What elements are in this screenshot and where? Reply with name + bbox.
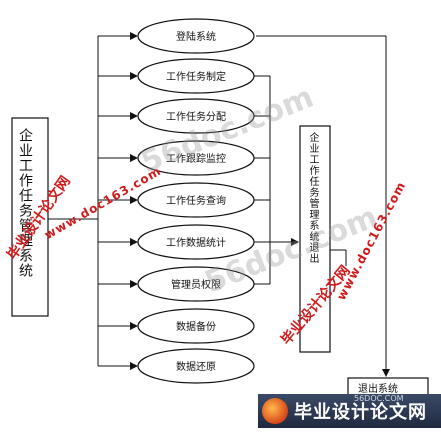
module-label: 工作数据统计	[166, 236, 226, 249]
watermark-logo-bar: 56DOC.COM 毕业设计论文网	[258, 394, 441, 428]
logo-text: 毕业设计论文网	[294, 402, 427, 423]
logo-small-text: 56DOC.COM	[354, 394, 404, 403]
root-label: 企业工作任务管理系统	[17, 128, 33, 278]
module-node	[137, 18, 255, 54]
exit-system-label: 退出系统	[358, 382, 398, 395]
module-label: 登陆系统	[176, 30, 216, 43]
module-label: 管理员权限	[171, 278, 221, 291]
exit-manager-label: 企业工作任务管理系统退出	[307, 132, 318, 264]
modules-group: 登陆系统工作任务制定工作任务分配工作跟踪监控工作任务查询工作数据统计管理员权限数…	[98, 18, 270, 384]
logo-badge-icon	[262, 398, 288, 424]
module-node	[137, 308, 255, 344]
module-label: 数据还原	[176, 360, 216, 373]
exit-manager-box	[299, 125, 331, 353]
module-label: 工作任务分配	[166, 110, 226, 123]
module-label: 工作任务查询	[166, 194, 226, 207]
module-label: 工作任务制定	[166, 70, 226, 83]
module-label: 数据备份	[176, 320, 216, 333]
module-node	[137, 348, 255, 384]
module-label: 工作跟踪监控	[166, 152, 226, 165]
root-box	[11, 117, 49, 317]
